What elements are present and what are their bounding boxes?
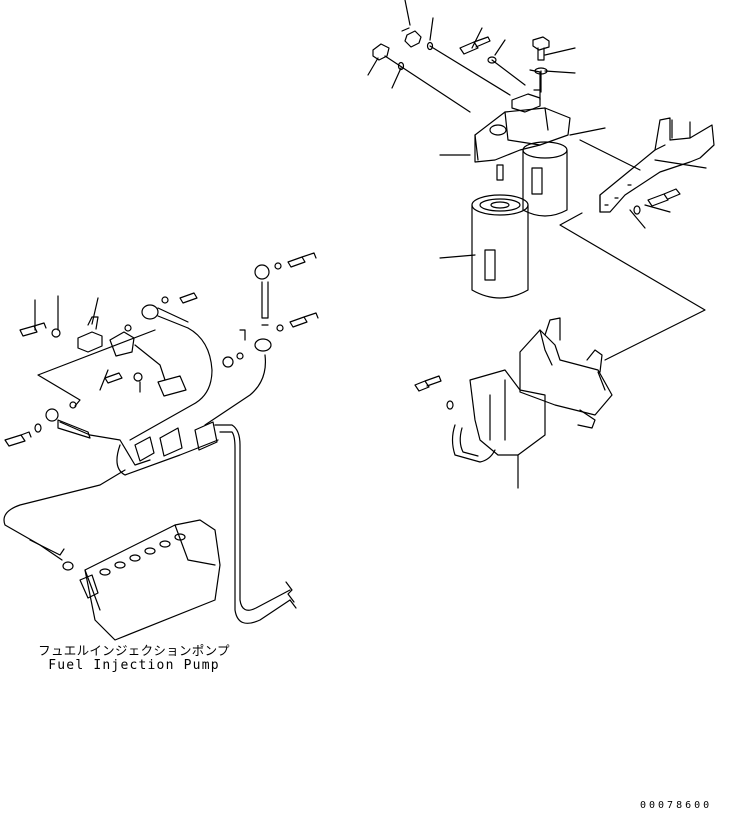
tee-fitting — [78, 317, 102, 352]
mounting-bracket-arm — [600, 118, 714, 212]
head-fitting — [512, 94, 540, 112]
small-clip — [158, 376, 186, 396]
fuel-injection-pump — [80, 520, 220, 640]
pump-label-english: Fuel Injection Pump — [48, 658, 220, 673]
document-number: 00078600 — [640, 800, 713, 811]
fuel-piping-left — [4, 253, 318, 623]
filter-cartridge — [472, 165, 528, 298]
pump-ports — [100, 534, 185, 575]
filter-canister-rear — [523, 142, 567, 216]
shelf-bracket-bolt — [415, 376, 453, 409]
bracket-bolt — [634, 189, 680, 214]
clip-plate — [110, 332, 134, 356]
callout-leaders-upper — [368, 0, 605, 258]
filter-head — [475, 108, 570, 162]
filter-shelf-bracket — [453, 318, 613, 462]
upper-hardware — [373, 28, 549, 74]
fuel-filter-assembly — [368, 0, 605, 298]
pump-label-japanese: フュエルインジェクションポンプ — [38, 643, 230, 658]
bolt-left-2 — [105, 373, 122, 383]
bolt-left-1 — [20, 323, 46, 336]
